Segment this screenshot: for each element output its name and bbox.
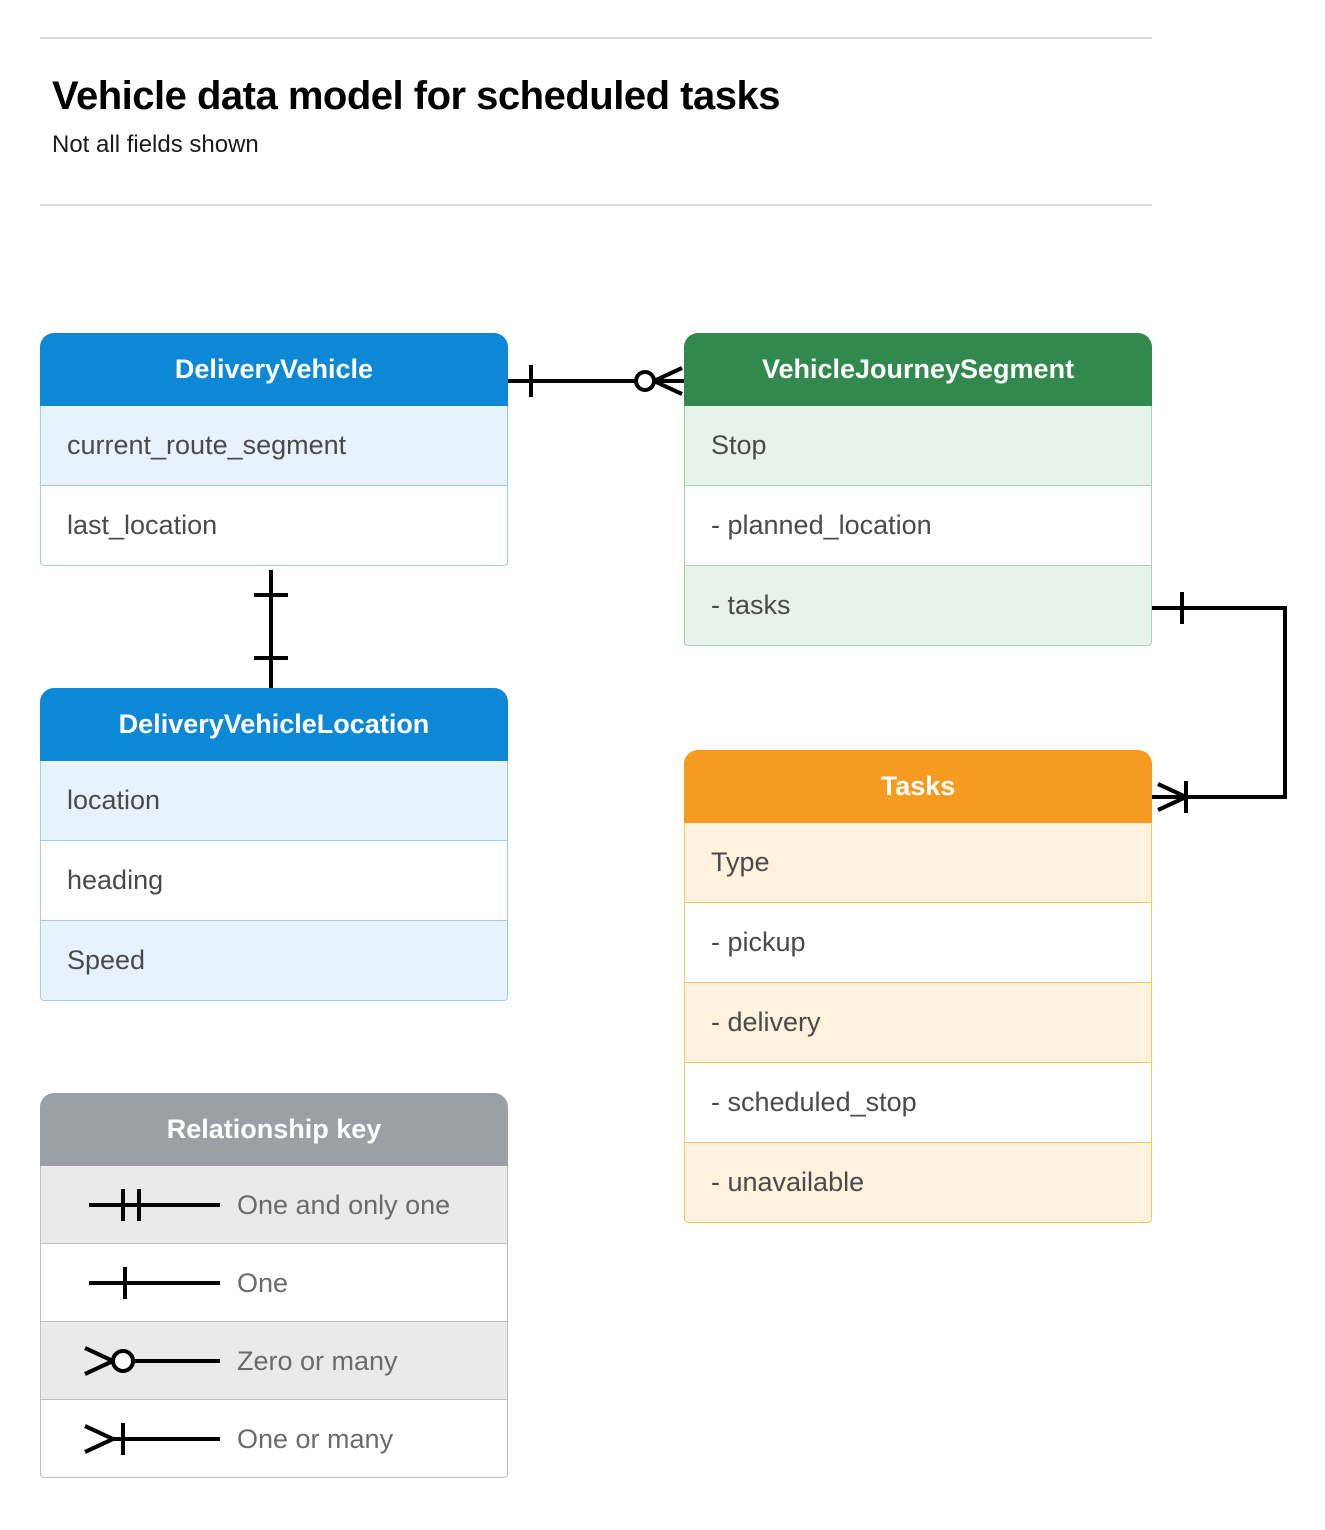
entity-field-location: location — [40, 761, 508, 841]
entity-field-stop: Stop — [684, 406, 1152, 486]
relationship-key-legend: Relationship key One and only one One — [40, 1093, 508, 1478]
entity-header-vehicle-journey-segment: VehicleJourneySegment — [684, 333, 1152, 406]
legend-title: Relationship key — [40, 1093, 508, 1166]
entity-field-tasks: - tasks — [684, 566, 1152, 646]
legend-item-one: One — [40, 1244, 508, 1322]
entity-header-delivery-vehicle-location: DeliveryVehicleLocation — [40, 688, 508, 761]
entity-delivery-vehicle[interactable]: DeliveryVehicle current_route_segment la… — [40, 333, 508, 566]
legend-label-one: One — [237, 1267, 289, 1298]
entity-header-delivery-vehicle: DeliveryVehicle — [40, 333, 508, 406]
legend-label-one-or-many: One or many — [237, 1423, 394, 1454]
entity-tasks[interactable]: Tasks Type - pickup - delivery - schedul… — [684, 750, 1152, 1223]
entity-field-pickup: - pickup — [684, 903, 1152, 983]
page-title: Vehicle data model for scheduled tasks — [52, 74, 780, 118]
legend-item-zero-or-many: Zero or many — [40, 1322, 508, 1400]
one-icon — [67, 1244, 237, 1321]
entity-field-scheduled-stop: - scheduled_stop — [684, 1063, 1152, 1143]
page-subtitle: Not all fields shown — [52, 131, 259, 158]
one-and-only-one-icon — [67, 1166, 237, 1243]
legend-label-one-and-only-one: One and only one — [237, 1189, 451, 1220]
entity-field-planned-location: - planned_location — [684, 486, 1152, 566]
legend-label-zero-or-many: Zero or many — [237, 1345, 398, 1376]
legend-item-one-or-many: One or many — [40, 1400, 508, 1478]
entity-field-heading: heading — [40, 841, 508, 921]
header-divider-bottom — [40, 204, 1152, 206]
connector-delivery-vehicle-to-journey-segment — [508, 365, 684, 397]
entity-field-speed: Speed — [40, 921, 508, 1001]
one-or-many-icon — [67, 1400, 237, 1477]
entity-header-tasks: Tasks — [684, 750, 1152, 823]
connector-journey-segment-tasks-to-tasks — [1152, 592, 1287, 813]
entity-field-delivery: - delivery — [684, 983, 1152, 1063]
zero-or-many-icon — [67, 1322, 237, 1399]
connector-delivery-vehicle-to-vehicle-location — [254, 570, 288, 688]
entity-field-current-route-segment: current_route_segment — [40, 406, 508, 486]
entity-vehicle-journey-segment[interactable]: VehicleJourneySegment Stop - planned_loc… — [684, 333, 1152, 646]
legend-item-one-and-only-one: One and only one — [40, 1166, 508, 1244]
header-divider-top — [40, 37, 1152, 39]
entity-field-unavailable: - unavailable — [684, 1143, 1152, 1223]
entity-delivery-vehicle-location[interactable]: DeliveryVehicleLocation location heading… — [40, 688, 508, 1001]
entity-field-last-location: last_location — [40, 486, 508, 566]
entity-field-type: Type — [684, 823, 1152, 903]
